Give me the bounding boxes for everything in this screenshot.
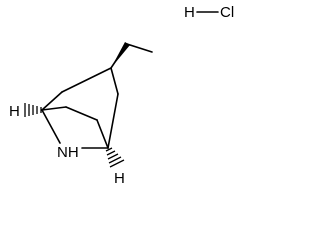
right-bridgehead-h-label: H xyxy=(114,170,125,187)
left-bridgehead-h-label: H xyxy=(9,103,20,120)
left-bridgehead-stereo: H xyxy=(9,103,42,120)
hash-right-5 xyxy=(109,159,125,168)
hash-right-2 xyxy=(106,150,116,156)
hcl-hydrogen-label: H xyxy=(184,4,195,21)
bond-c6-c5 xyxy=(96,119,109,149)
bond-c7-c6 xyxy=(65,106,98,121)
chemical-structure-diagram: H Cl NH H xyxy=(9,4,234,187)
methoxy-group xyxy=(110,42,153,69)
bicyclic-skeleton xyxy=(41,67,119,149)
bond-c1-n xyxy=(41,109,61,144)
bond-c2-c3 xyxy=(61,67,112,93)
hash-right-1 xyxy=(105,147,113,152)
bond-c3-c4 xyxy=(110,67,119,95)
bond-c1-c2 xyxy=(41,91,63,111)
hash-right-4 xyxy=(108,156,122,164)
bond-c1-c7 xyxy=(41,106,67,111)
amine-nh-label: NH xyxy=(57,144,79,161)
hcl-salt: H Cl xyxy=(184,4,234,21)
bond-c4-c5 xyxy=(107,93,119,149)
hcl-chlorine-label: Cl xyxy=(220,4,234,21)
bond-o-methyl xyxy=(126,43,153,53)
right-bridgehead-stereo: H xyxy=(105,147,125,187)
hash-right-3 xyxy=(107,153,119,160)
bond-c3-o-skeletal xyxy=(110,43,128,69)
